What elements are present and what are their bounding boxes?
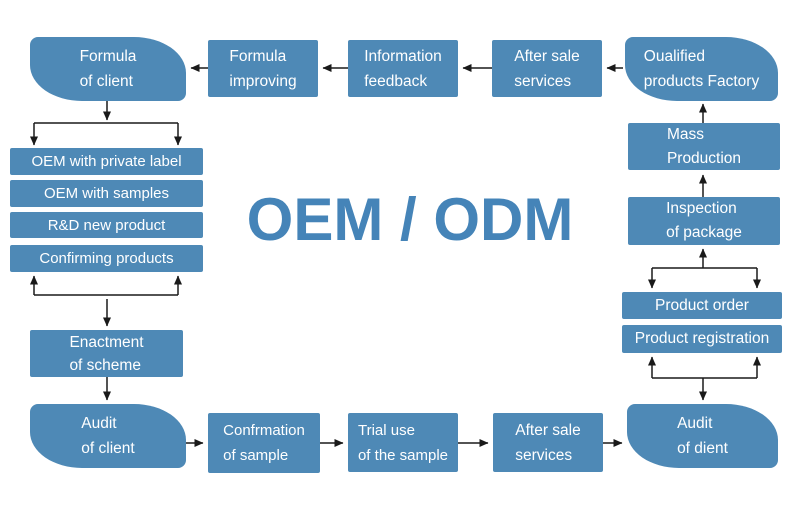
node-label-line: Formula (79, 48, 137, 65)
node-product-registration: Product registration (622, 325, 782, 353)
node-label-line: services (515, 446, 573, 464)
node-label-line: of scheme (69, 356, 141, 374)
node-label-line: of sample (223, 447, 289, 464)
node-label-line: feedback (364, 72, 428, 90)
node-label-line: R&D new product (47, 216, 166, 234)
node-label-line: Inspection (666, 200, 737, 217)
node-qualified-products-factory: Oualified products Factory (625, 37, 778, 101)
node-label-line: Trial use (357, 421, 415, 439)
node-oem-with-private-label: OEM with private label (10, 148, 203, 175)
node-enactment-of-scheme: Enactment of scheme (30, 330, 183, 377)
node-label-line: Enactment (69, 333, 144, 351)
node-label-line: Information (364, 47, 442, 65)
node-confirming-products: Confirming products (10, 245, 203, 272)
node-product-order: Product order (622, 292, 782, 319)
node-label-line: of client (81, 440, 135, 457)
node-label-line: After sale (515, 421, 581, 439)
node-label-line: Confirming products (39, 250, 174, 267)
node-label-line: Product registration (634, 330, 770, 348)
node-label-line: of package (666, 224, 742, 241)
node-label-line: products Factory (643, 73, 760, 90)
node-confirmation-of-sample: Confrmation of sample (208, 413, 320, 473)
node-label-line: Oualified (643, 48, 705, 65)
node-oem-with-samples: OEM with samples (10, 180, 203, 207)
node-after-sale-services-top: After sale services (492, 40, 602, 97)
node-information-feedback: Information feedback (348, 40, 458, 97)
node-rd-new-product: R&D new product (10, 212, 203, 238)
node-label-line: of client (79, 73, 133, 90)
node-label-line: Product order (655, 296, 749, 314)
node-label-line: Audit (81, 415, 117, 432)
node-label-line: services (514, 72, 572, 90)
node-audit-of-client: Audit of client (30, 404, 186, 468)
node-label-line: OEM with samples (43, 185, 170, 202)
node-label-line: of the sample (357, 446, 449, 464)
node-label-line: Audit (677, 415, 713, 432)
node-inspection-of-package: Inspection of package (628, 197, 780, 245)
node-formula-of-client: Formula of client (30, 37, 186, 101)
node-label-line: OEM with private label (31, 153, 182, 170)
node-label-line: Mass (666, 125, 704, 143)
node-label-line: Formula (229, 47, 287, 65)
node-label-line: After sale (514, 47, 580, 65)
diagram-title: OEM / ODM (246, 186, 574, 253)
node-label-line: of dient (677, 440, 728, 457)
node-label-line: improving (229, 72, 297, 90)
node-after-sale-services-bottom: After sale services (493, 413, 603, 472)
node-label-line: Confrmation (223, 422, 305, 439)
node-trial-use-of-the-sample: Trial use of the sample (348, 413, 458, 472)
node-audit-of-dient: Audit of dient (627, 404, 778, 468)
node-label-line: Production (666, 149, 742, 167)
node-formula-improving: Formula improving (208, 40, 318, 97)
